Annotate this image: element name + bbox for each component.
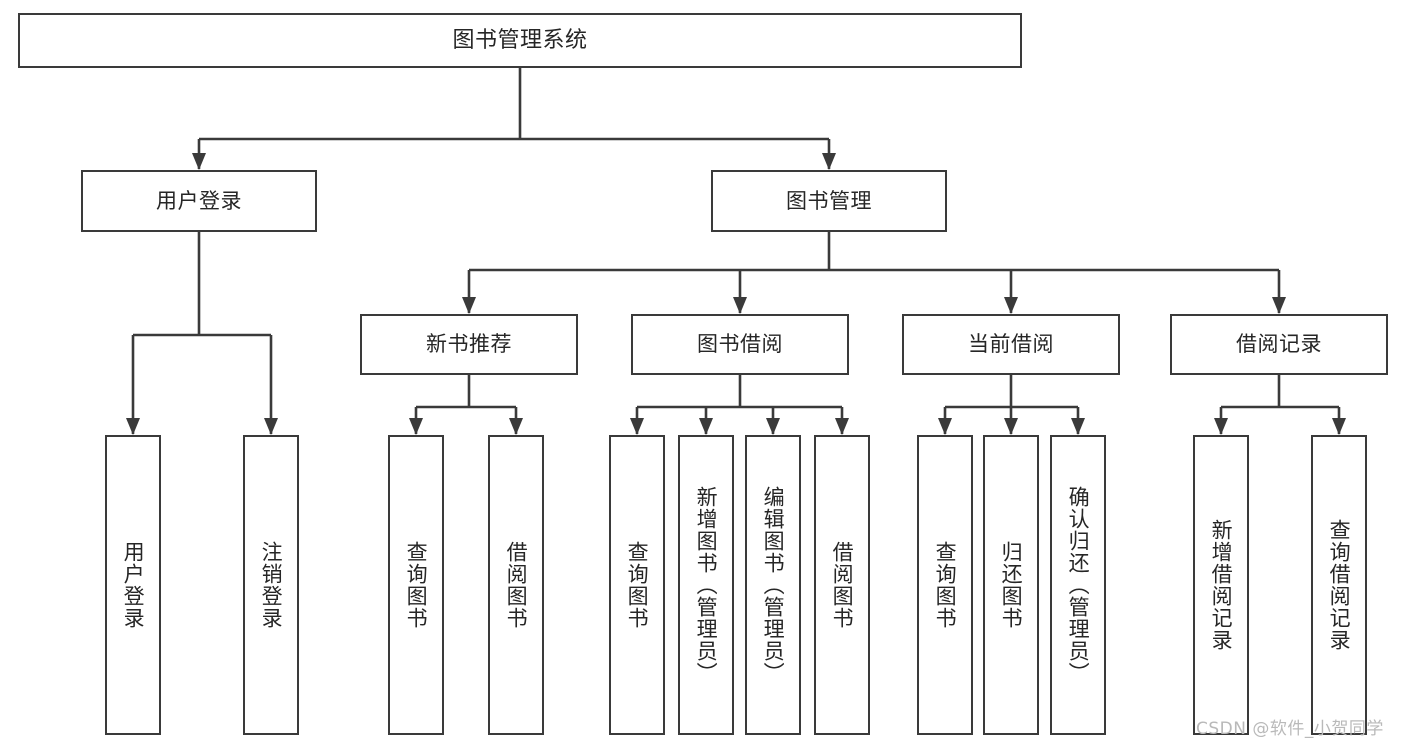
node-label: 查询借阅记录 [1327, 519, 1352, 651]
node-root[interactable]: 图书管理系统 [18, 13, 1022, 68]
node-bb-edit-book[interactable]: 编辑图书（管理员） [745, 435, 801, 735]
node-label: 确认归还（管理员） [1066, 486, 1091, 684]
node-label: 注销登录 [259, 541, 284, 629]
node-bb-query-book[interactable]: 查询图书 [609, 435, 665, 735]
node-cb-query-book[interactable]: 查询图书 [917, 435, 973, 735]
csdn-watermark: CSDN @软件_小贺同学 [1196, 719, 1384, 739]
node-br-query-record[interactable]: 查询借阅记录 [1311, 435, 1367, 735]
node-label: 编辑图书（管理员） [761, 486, 786, 684]
node-label: 查询图书 [404, 541, 429, 629]
node-label: 新增借阅记录 [1209, 519, 1234, 651]
node-label: 归还图书 [999, 541, 1024, 629]
node-new-book-recommend[interactable]: 新书推荐 [360, 314, 578, 375]
node-label: 新书推荐 [426, 332, 512, 356]
node-label: 借阅图书 [830, 541, 855, 629]
node-label: 借阅记录 [1236, 332, 1322, 356]
node-label: 用户登录 [156, 188, 242, 213]
node-label: 图书管理 [786, 188, 872, 213]
node-nb-query-book[interactable]: 查询图书 [388, 435, 444, 735]
node-label: 当前借阅 [968, 332, 1054, 356]
node-cb-confirm-return[interactable]: 确认归还（管理员） [1050, 435, 1106, 735]
node-label: 查询图书 [625, 541, 650, 629]
node-borrow-records[interactable]: 借阅记录 [1170, 314, 1388, 375]
node-br-add-record[interactable]: 新增借阅记录 [1193, 435, 1249, 735]
node-user-login-do[interactable]: 用户登录 [105, 435, 161, 735]
node-label: 图书管理系统 [452, 27, 588, 53]
node-current-borrow[interactable]: 当前借阅 [902, 314, 1120, 375]
node-label: 用户登录 [121, 541, 146, 629]
node-user-login[interactable]: 用户登录 [81, 170, 317, 232]
node-bb-add-book[interactable]: 新增图书（管理员） [678, 435, 734, 735]
node-label: 图书借阅 [697, 332, 783, 356]
node-label: 查询图书 [933, 541, 958, 629]
node-book-borrow[interactable]: 图书借阅 [631, 314, 849, 375]
node-cb-return-book[interactable]: 归还图书 [983, 435, 1039, 735]
node-user-logout[interactable]: 注销登录 [243, 435, 299, 735]
node-book-management[interactable]: 图书管理 [711, 170, 947, 232]
node-label: 借阅图书 [504, 541, 529, 629]
node-nb-borrow-book[interactable]: 借阅图书 [488, 435, 544, 735]
node-bb-borrow-book[interactable]: 借阅图书 [814, 435, 870, 735]
node-label: 新增图书（管理员） [694, 486, 719, 684]
